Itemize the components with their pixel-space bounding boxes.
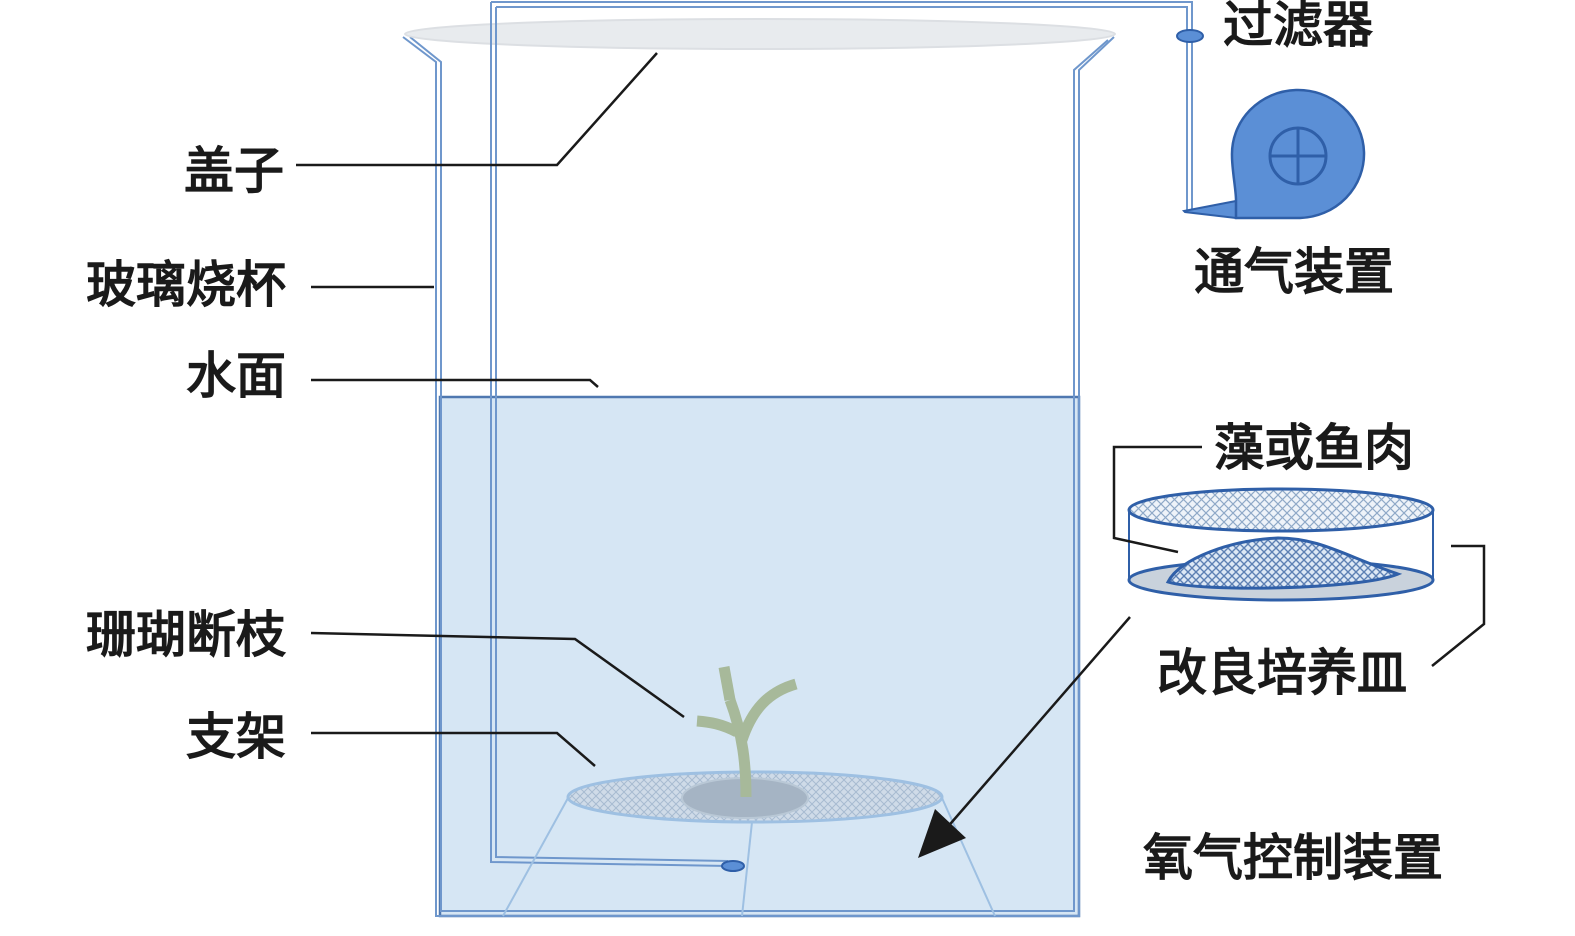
petri-dish <box>1127 487 1435 602</box>
label-modified-dish: 改良培养皿 <box>1157 643 1407 702</box>
glass-beaker <box>402 36 1115 917</box>
filter-icon <box>1176 29 1204 43</box>
label-stand: 支架 <box>186 707 286 766</box>
label-algae-or-fish: 藻或鱼肉 <box>1214 418 1414 477</box>
label-coral-fragment: 珊瑚断枝 <box>86 605 287 664</box>
air-stone <box>721 860 745 872</box>
label-lid: 盖子 <box>184 141 284 200</box>
pump-icon <box>1181 88 1366 220</box>
air-tube <box>490 1 1193 867</box>
stand-legs <box>502 797 996 917</box>
lid <box>404 18 1116 50</box>
water-body <box>438 395 1081 918</box>
label-water-surface: 水面 <box>186 346 286 405</box>
label-beaker: 玻璃烧杯 <box>86 255 286 314</box>
coral-fragment <box>696 666 798 798</box>
label-aeration: 通气装置 <box>1194 242 1394 301</box>
leader-lines <box>296 52 1486 767</box>
arrow-down-left-icon <box>918 616 1131 858</box>
label-filter: 过滤器 <box>1223 0 1374 54</box>
label-oxygen-control: 氧气控制装置 <box>1143 828 1443 887</box>
algae-mound <box>1165 536 1403 590</box>
